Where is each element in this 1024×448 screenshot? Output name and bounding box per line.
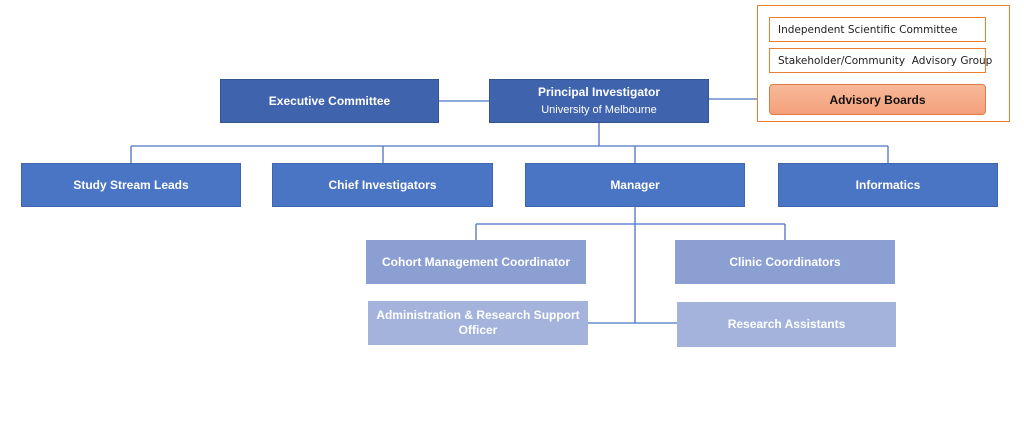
- executive-committee-label: Executive Committee: [268, 93, 391, 108]
- advisory-boards-label: Advisory Boards: [829, 92, 926, 107]
- principal-investigator-title: Principal Investigator: [537, 84, 661, 99]
- manager-box: Manager: [525, 163, 745, 207]
- study-stream-leads-label: Study Stream Leads: [73, 177, 189, 192]
- administration-research-support-officer-box: Administration & Research Support Office…: [368, 301, 588, 345]
- study-stream-leads-box: Study Stream Leads: [21, 163, 241, 207]
- advisory-boards-box: Advisory Boards: [769, 84, 986, 115]
- stakeholder-advisory-group-label: Stakeholder/Community Advisory Group: [778, 54, 993, 67]
- advisory-panel: Independent Scientific Committee Stakeho…: [757, 5, 1010, 122]
- informatics-box: Informatics: [778, 163, 998, 207]
- independent-scientific-committee-label: Independent Scientific Committee: [778, 23, 958, 36]
- manager-label: Manager: [610, 177, 660, 192]
- independent-scientific-committee-box: Independent Scientific Committee: [769, 17, 986, 42]
- chief-investigators-box: Chief Investigators: [272, 163, 493, 207]
- chief-investigators-label: Chief Investigators: [328, 177, 437, 192]
- research-assistants-label: Research Assistants: [727, 317, 846, 331]
- executive-committee-box: Executive Committee: [220, 79, 439, 123]
- principal-investigator-box: Principal Investigator University of Mel…: [489, 79, 709, 123]
- clinic-coordinators-box: Clinic Coordinators: [675, 240, 895, 284]
- administration-research-support-officer-label: Administration & Research Support Office…: [376, 308, 580, 337]
- stakeholder-advisory-group-box: Stakeholder/Community Advisory Group: [769, 48, 992, 73]
- research-assistants-box: Research Assistants: [677, 302, 896, 347]
- principal-investigator-subtitle: University of Melbourne: [541, 103, 657, 116]
- cohort-management-coordinator-label: Cohort Management Coordinator: [382, 254, 570, 269]
- cohort-management-coordinator-box: Cohort Management Coordinator: [366, 240, 586, 284]
- informatics-label: Informatics: [855, 177, 921, 192]
- clinic-coordinators-label: Clinic Coordinators: [729, 254, 841, 269]
